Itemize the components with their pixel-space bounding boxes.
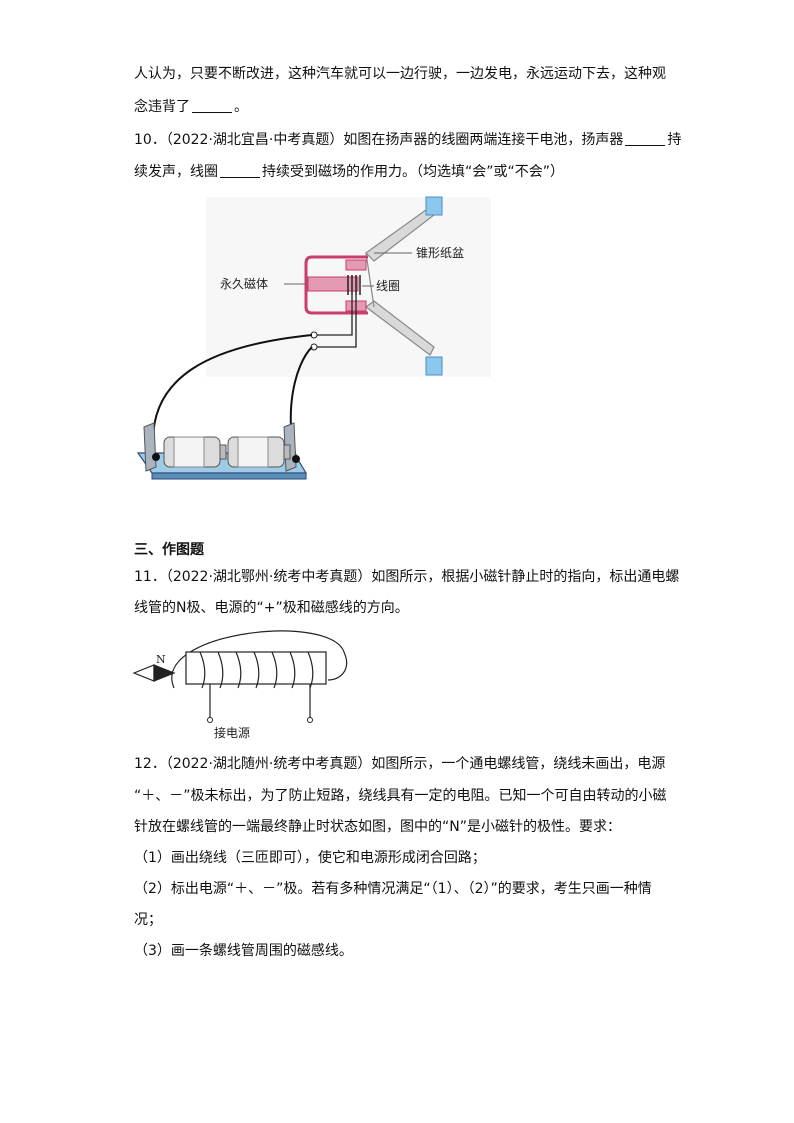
q9-text-line1: 人认为，只要不断改进，这种汽车就可以一边行驶，一边发电，永远运动下去，这种观 bbox=[134, 66, 666, 82]
label-cone: 锥形纸盆 bbox=[416, 246, 464, 260]
q10-answer-blank-1 bbox=[625, 131, 666, 146]
q9-text-b: 。 bbox=[234, 99, 248, 115]
q12-requirement-1: （1）画出绕线（三匝即可），使它和电源形成闭合回路； bbox=[134, 850, 486, 866]
q12-requirement-2b: 况； bbox=[134, 912, 162, 928]
lead-2 bbox=[314, 295, 357, 348]
needle-label-n: N bbox=[156, 653, 166, 666]
q9-text-line2: 念违背了 。 bbox=[134, 97, 248, 117]
q10-text-line1: 10．（2022·湖北宜昌·中考真题）如图在扬声器的线圈两端连接干电池，扬声器 持 bbox=[134, 130, 681, 150]
q10-text-b: 持 bbox=[667, 132, 682, 148]
magnet-yoke bbox=[304, 255, 368, 315]
q10-text-line2: 续发声，线圈 持续受到磁场的作用力。（均选填“会”或“不会”） bbox=[134, 162, 564, 182]
battery-base-side bbox=[151, 472, 307, 480]
q10-text-d: 持续受到磁场的作用力。（均选填“会”或“不会”） bbox=[262, 164, 565, 180]
q12-text-line2: “＋、－”极未标出，为了防止短路，绕线具有一定的电阻。已知一个可自由转动的小磁 bbox=[134, 788, 667, 804]
battery-1 bbox=[163, 436, 227, 468]
q12-requirement-2a: （2）标出电源“＋、－”极。若有多种情况满足“（1）、（2）”的要求，考生只画一… bbox=[134, 881, 652, 897]
q9-text-a: 念违背了 bbox=[134, 99, 190, 115]
cone-edge-bottom bbox=[425, 356, 443, 376]
magnet-core bbox=[307, 276, 359, 292]
power-terminal-right bbox=[307, 717, 313, 723]
q10-text-a: 10．（2022·湖北宜昌·中考真题）如图在扬声器的线圈两端连接干电池，扬声器 bbox=[134, 132, 624, 148]
solenoid-coil bbox=[199, 651, 314, 689]
label-power: 接电源 bbox=[214, 725, 250, 740]
q11-text-line2: 线管的N极、电源的“+”极和磁感线的方向。 bbox=[134, 600, 409, 616]
clip-right bbox=[292, 455, 300, 463]
power-terminal-left bbox=[207, 717, 213, 723]
lead-1 bbox=[314, 295, 353, 336]
q9-answer-blank bbox=[192, 98, 232, 113]
compass-needle bbox=[132, 664, 176, 682]
label-magnet: 永久磁体 bbox=[220, 276, 268, 291]
coil bbox=[347, 275, 361, 295]
q11-text-line1: 11．（2022·湖北鄂州·统考中考真题）如图所示，根据小磁针静止时的指向，标出… bbox=[134, 569, 680, 585]
q10-text-c: 续发声，线圈 bbox=[134, 164, 218, 180]
q12-requirement-3: （3）画一条螺线管周围的磁感线。 bbox=[134, 943, 353, 959]
magnet-pole-top bbox=[345, 259, 367, 271]
solenoid-figure: 接电源 N bbox=[132, 630, 348, 740]
section-title: 三、作图题 bbox=[134, 542, 204, 558]
q12-text-line3: 针放在螺线管的一端最终静止时状态如图，图中的“N”是小磁针的极性。要求： bbox=[134, 819, 621, 835]
q10-answer-blank-2 bbox=[220, 163, 260, 178]
cone-edge-top bbox=[425, 196, 443, 216]
battery-2 bbox=[227, 436, 291, 468]
field-loop bbox=[171, 630, 348, 689]
label-coil: 线圈 bbox=[376, 279, 400, 293]
speaker-figure: 锥形纸盆 永久磁体 线圈 bbox=[136, 196, 491, 480]
q12-text-line1: 12．（2022·湖北随州·统考中考真题）如图所示，一个通电螺线管，绕线未画出，… bbox=[134, 756, 666, 772]
clip-left bbox=[152, 453, 160, 461]
holder-end-left bbox=[143, 422, 157, 472]
